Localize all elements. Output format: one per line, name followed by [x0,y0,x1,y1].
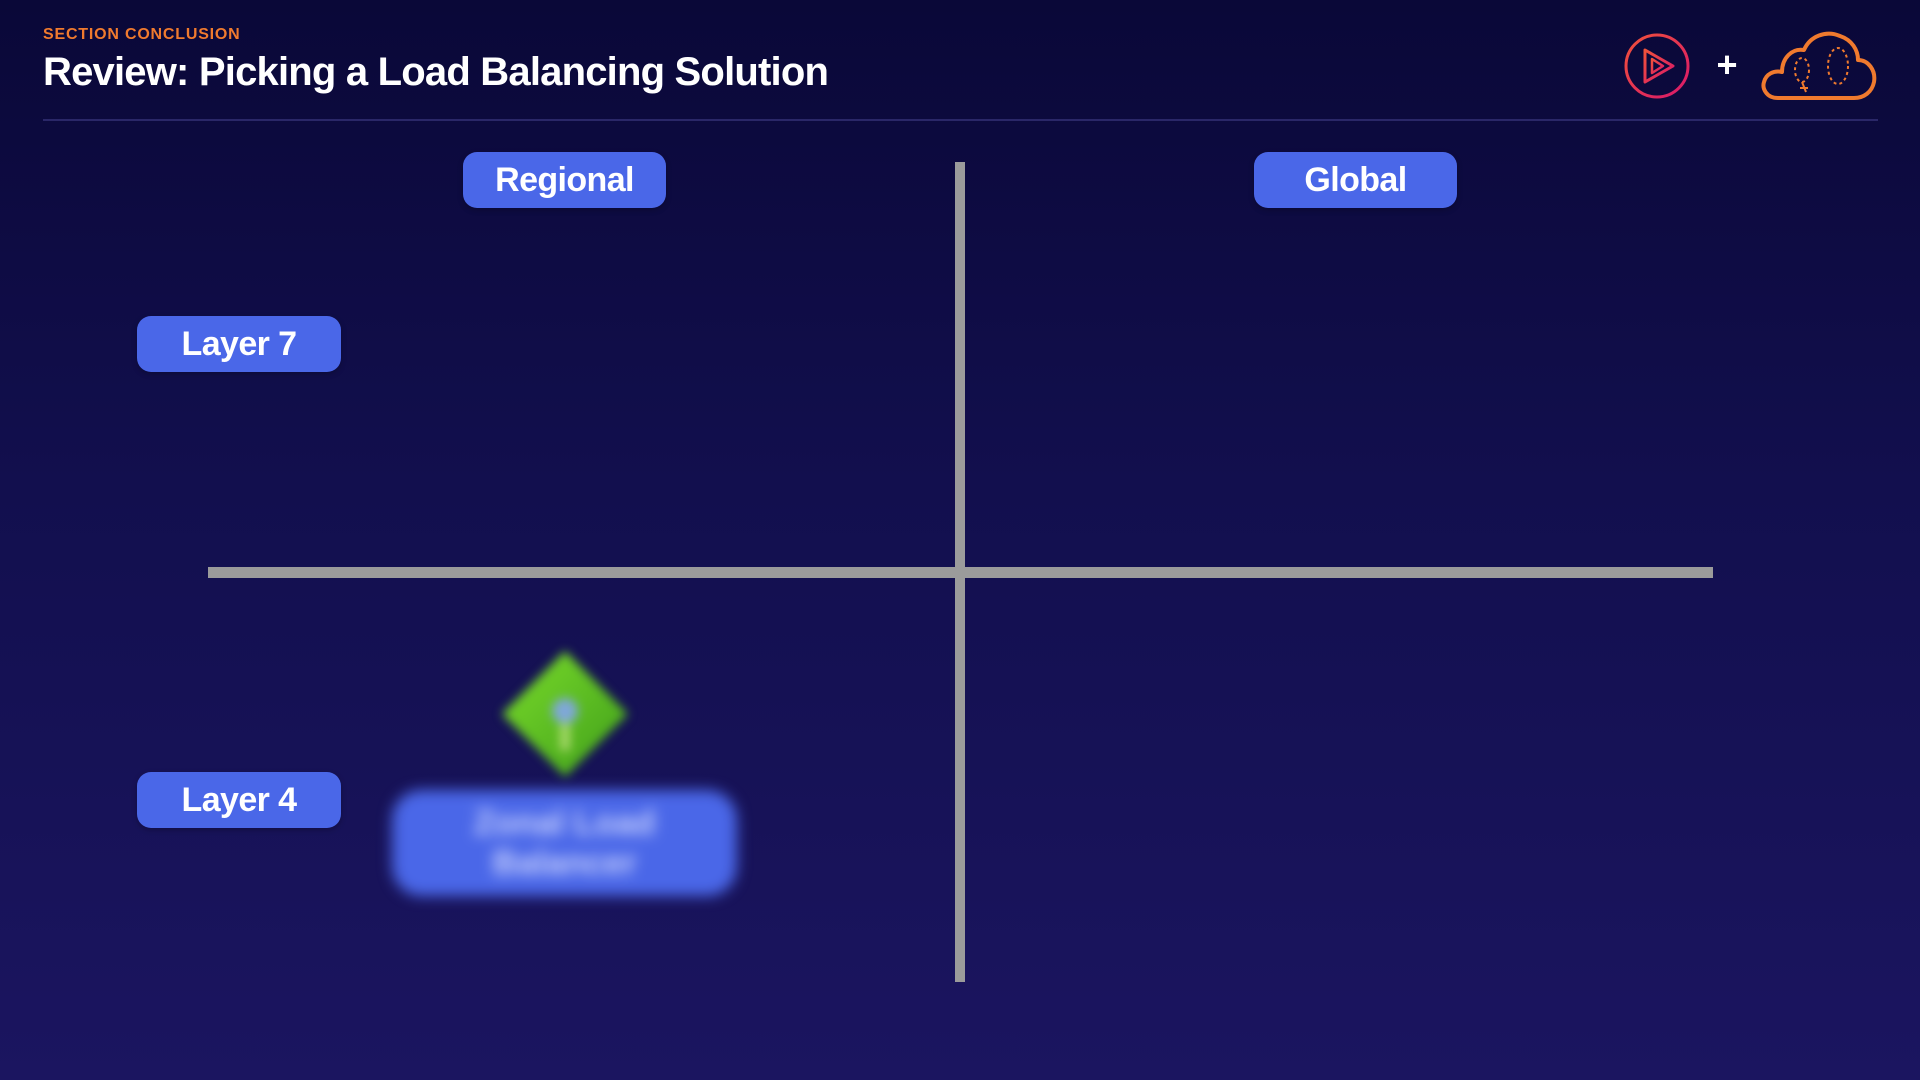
plus-icon: + [1716,44,1738,85]
zonal-load-balancer-label-line2: Balancer [492,844,637,882]
slide-title: Review: Picking a Load Balancing Solutio… [43,50,829,94]
zonal-load-balancer-label-line1: Zonal Load [473,804,656,842]
zonal-load-balancer-card: Zonal Load Balancer [392,790,737,896]
column-label-regional: Regional [463,152,666,208]
play-logo-icon [1624,33,1690,99]
header-divider [43,119,1878,121]
row-label-layer-4: Layer 4 [137,772,341,828]
section-label: SECTION CONCLUSION [43,26,241,43]
horizontal-axis [208,567,1713,578]
slide-header: SECTION CONCLUSION Review: Picking a Loa… [43,25,829,95]
column-label-global: Global [1254,152,1457,208]
cloud-logo-icon [1761,31,1877,100]
row-label-layer-7: Layer 7 [137,316,341,372]
network-load-balancer-diamond-icon [502,651,628,777]
